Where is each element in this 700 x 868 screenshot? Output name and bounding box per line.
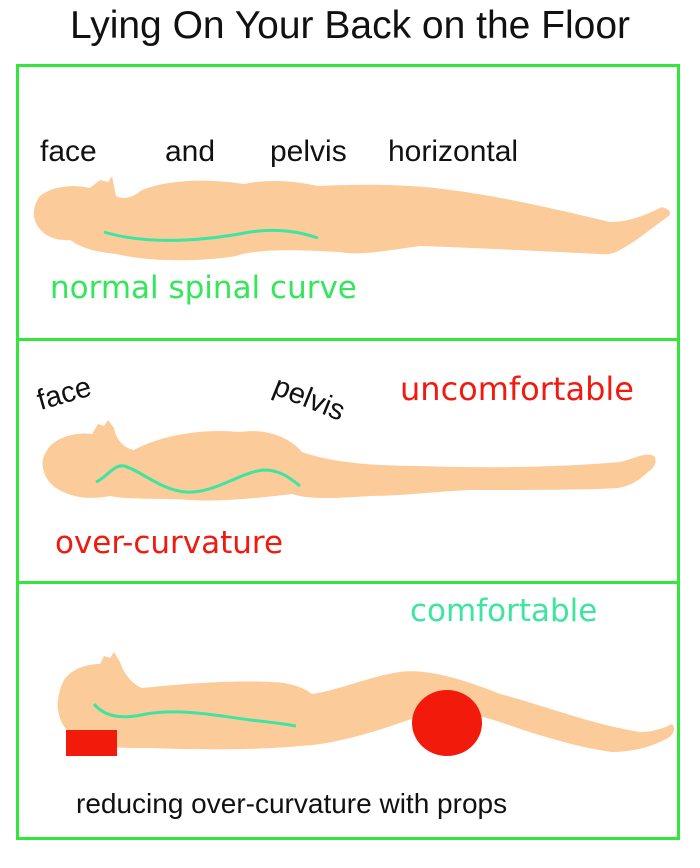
body-figure-overcurved	[42, 420, 656, 501]
label-horizontal: horizontal	[388, 135, 519, 168]
status-comfortable: comfortable	[410, 593, 598, 629]
head-support-block	[66, 730, 117, 756]
panel-divider-2	[16, 581, 680, 584]
label-pelvis: pelvis	[270, 135, 347, 168]
caption-normal-spinal-curve: normal spinal curve	[50, 270, 357, 306]
spine-curve-overcurved	[95, 464, 301, 494]
spine-curve-normal	[103, 228, 319, 242]
label-and: and	[165, 135, 216, 168]
panel-divider-1	[16, 338, 680, 341]
knee-support-bolster	[412, 690, 482, 756]
caption-over-curvature: over-curvature	[55, 525, 284, 561]
page-title: Lying On Your Back on the Floor	[69, 4, 631, 47]
spine-curve-supported	[92, 702, 297, 728]
body-figure-supported	[57, 652, 675, 752]
label-face: face	[40, 135, 97, 168]
status-uncomfortable: uncomfortable	[400, 370, 634, 408]
body-figure-normal	[33, 176, 671, 261]
caption-reducing-with-props: reducing over-curvature with props	[76, 788, 508, 819]
diagram-frame	[16, 64, 680, 840]
